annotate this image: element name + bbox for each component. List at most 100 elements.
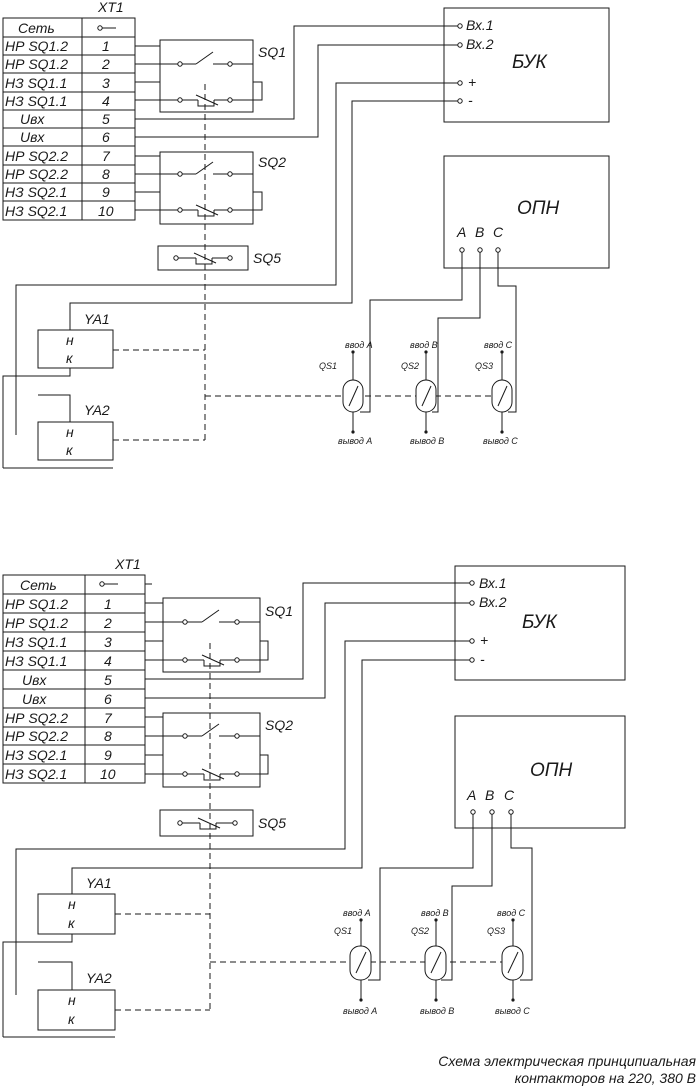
terminal-row-pin: 10 — [98, 203, 114, 219]
buk-block: БУК Вх.1 Вх.2 + - — [443, 7, 610, 123]
breaker-out-label: вывод C — [495, 1006, 530, 1016]
terminal-row-pin: 2 — [101, 56, 110, 72]
breaker-in-label: ввод B — [410, 340, 438, 350]
breaker-in-label: ввод C — [497, 908, 526, 918]
buk-input-label: - — [468, 92, 473, 108]
switch-label: SQ1 — [265, 603, 293, 619]
coil-label: YA1 — [86, 875, 112, 891]
buk-input-label: Вх.2 — [479, 594, 507, 610]
breaker-qs2: ввод B QS2 вывод B — [401, 340, 444, 446]
terminal-row-pin: 10 — [100, 766, 116, 782]
terminal-row-name: Сеть — [20, 577, 57, 593]
terminal-row-pin: 1 — [102, 38, 110, 54]
switch-label: SQ5 — [258, 815, 286, 831]
breaker-in-label: ввод A — [343, 908, 371, 918]
coil-terminal-label: к — [66, 442, 74, 458]
switch-sq2: SQ2 — [145, 712, 293, 788]
breaker-out-label: вывод A — [343, 1006, 377, 1016]
terminal-row-name: НЗ SQ1.1 — [5, 93, 67, 109]
terminal-row-pin: 1 — [104, 596, 112, 612]
switch-label: SQ5 — [253, 250, 281, 266]
buk-input-label: + — [468, 74, 476, 90]
opn-block: ОПН A B C — [443, 155, 610, 269]
terminal-row-name: Сеть — [18, 20, 55, 36]
terminal-row-name: НР SQ1.2 — [5, 596, 68, 612]
coil-terminal-label: н — [66, 332, 74, 348]
switch-label: SQ1 — [258, 44, 286, 60]
terminal-title: XT1 — [97, 0, 124, 15]
coil-terminal-label: н — [68, 992, 76, 1008]
terminal-row-name: НЗ SQ2.1 — [5, 203, 67, 219]
terminal-row-name: НР SQ2.2 — [5, 710, 68, 726]
terminal-row-name: НР SQ2.2 — [5, 148, 68, 164]
breaker-label: QS3 — [487, 926, 505, 936]
buk-input-label: - — [480, 651, 485, 667]
terminal-row-name: Uвх — [20, 129, 45, 145]
terminal-row-name: Uвх — [22, 691, 47, 707]
caption-line-2: контакторов на 220, 380 В — [515, 1070, 696, 1086]
opn-phase-label: C — [504, 787, 515, 803]
terminal-row-pin: 3 — [104, 634, 112, 650]
buk-block: БУК Вх.1 Вх.2 + - — [454, 565, 626, 681]
coil-terminal-label: к — [66, 350, 74, 366]
terminal-row-name: Uвх — [20, 111, 45, 127]
terminal-row-pin: 4 — [104, 653, 112, 669]
terminal-row-pin: 3 — [102, 75, 110, 91]
breaker-in-label: ввод A — [345, 340, 373, 350]
coil-label: YA2 — [86, 970, 112, 986]
coil-ya2: YA2 н к — [37, 402, 114, 461]
schematic-top: XT1 Сеть НР SQ1.2 НР SQ1.2 НЗ SQ1.1 НЗ S… — [2, 0, 610, 469]
switch-sq1: SQ1 — [135, 39, 286, 113]
terminal-row-pin: 2 — [103, 615, 112, 631]
breaker-label: QS2 — [411, 926, 429, 936]
switch-label: SQ2 — [258, 154, 286, 170]
buk-input-label: Вх.2 — [466, 36, 494, 52]
terminal-row-name: НЗ SQ2.1 — [5, 184, 67, 200]
terminal-row-pin: 5 — [104, 672, 112, 688]
caption-line-1: Схема электрическая принципиальная — [438, 1053, 696, 1069]
switch-sq5: SQ5 — [157, 245, 281, 271]
buk-input-label: Вх.1 — [466, 17, 494, 33]
terminal-block-xt1: XT1 Сеть НР SQ1.2 НР SQ1.2 НЗ SQ1.1 НЗ S… — [2, 556, 152, 784]
breaker-label: QS1 — [334, 926, 352, 936]
terminal-row-pin: 8 — [102, 166, 110, 182]
opn-phase-label: B — [485, 787, 494, 803]
terminal-row-pin: 9 — [102, 184, 110, 200]
terminal-row-pin: 8 — [104, 728, 112, 744]
opn-block: ОПН A B C — [454, 715, 626, 829]
breaker-out-label: вывод B — [410, 436, 444, 446]
coil-terminal-label: к — [68, 1011, 76, 1027]
mains-terminal-icon — [97, 25, 103, 31]
opn-phase-label: C — [493, 224, 504, 240]
breaker-out-label: вывод A — [338, 436, 372, 446]
coil-label: YA1 — [84, 311, 110, 327]
opn-title: ОПН — [517, 198, 560, 219]
terminal-row-name: НР SQ1.2 — [5, 38, 68, 54]
buk-title: БУК — [512, 52, 548, 73]
terminal-row-pin: 7 — [104, 710, 113, 726]
mains-terminal-icon — [99, 581, 105, 587]
terminal-row-name: Uвх — [22, 672, 47, 688]
opn-phase-label: A — [456, 224, 466, 240]
opn-phase-label: A — [466, 787, 476, 803]
breaker-in-label: ввод B — [421, 908, 449, 918]
terminal-row-pin: 9 — [104, 747, 112, 763]
opn-phase-label: B — [475, 224, 484, 240]
switch-sq1: SQ1 — [145, 597, 293, 673]
terminal-row-name: НЗ SQ1.1 — [5, 634, 67, 650]
buk-title: БУК — [522, 612, 558, 633]
terminal-block-xt1: XT1 Сеть НР SQ1.2 НР SQ1.2 НЗ SQ1.1 НЗ S… — [2, 0, 136, 221]
switch-sq2: SQ2 — [135, 151, 286, 225]
coil-label: YA2 — [84, 402, 110, 418]
terminal-row-name: НР SQ1.2 — [5, 615, 68, 631]
breaker-out-label: вывод C — [483, 436, 518, 446]
terminal-title: XT1 — [114, 556, 141, 572]
terminal-row-name: НР SQ1.2 — [5, 56, 68, 72]
coil-terminal-label: н — [66, 424, 74, 440]
breaker-qs3: ввод C QS3 вывод C — [487, 908, 530, 1016]
buk-input-label: Вх.1 — [479, 575, 507, 591]
terminal-row-name: НР SQ2.2 — [5, 728, 68, 744]
terminal-row-name: НЗ SQ1.1 — [5, 75, 67, 91]
switch-sq5: SQ5 — [159, 809, 286, 837]
